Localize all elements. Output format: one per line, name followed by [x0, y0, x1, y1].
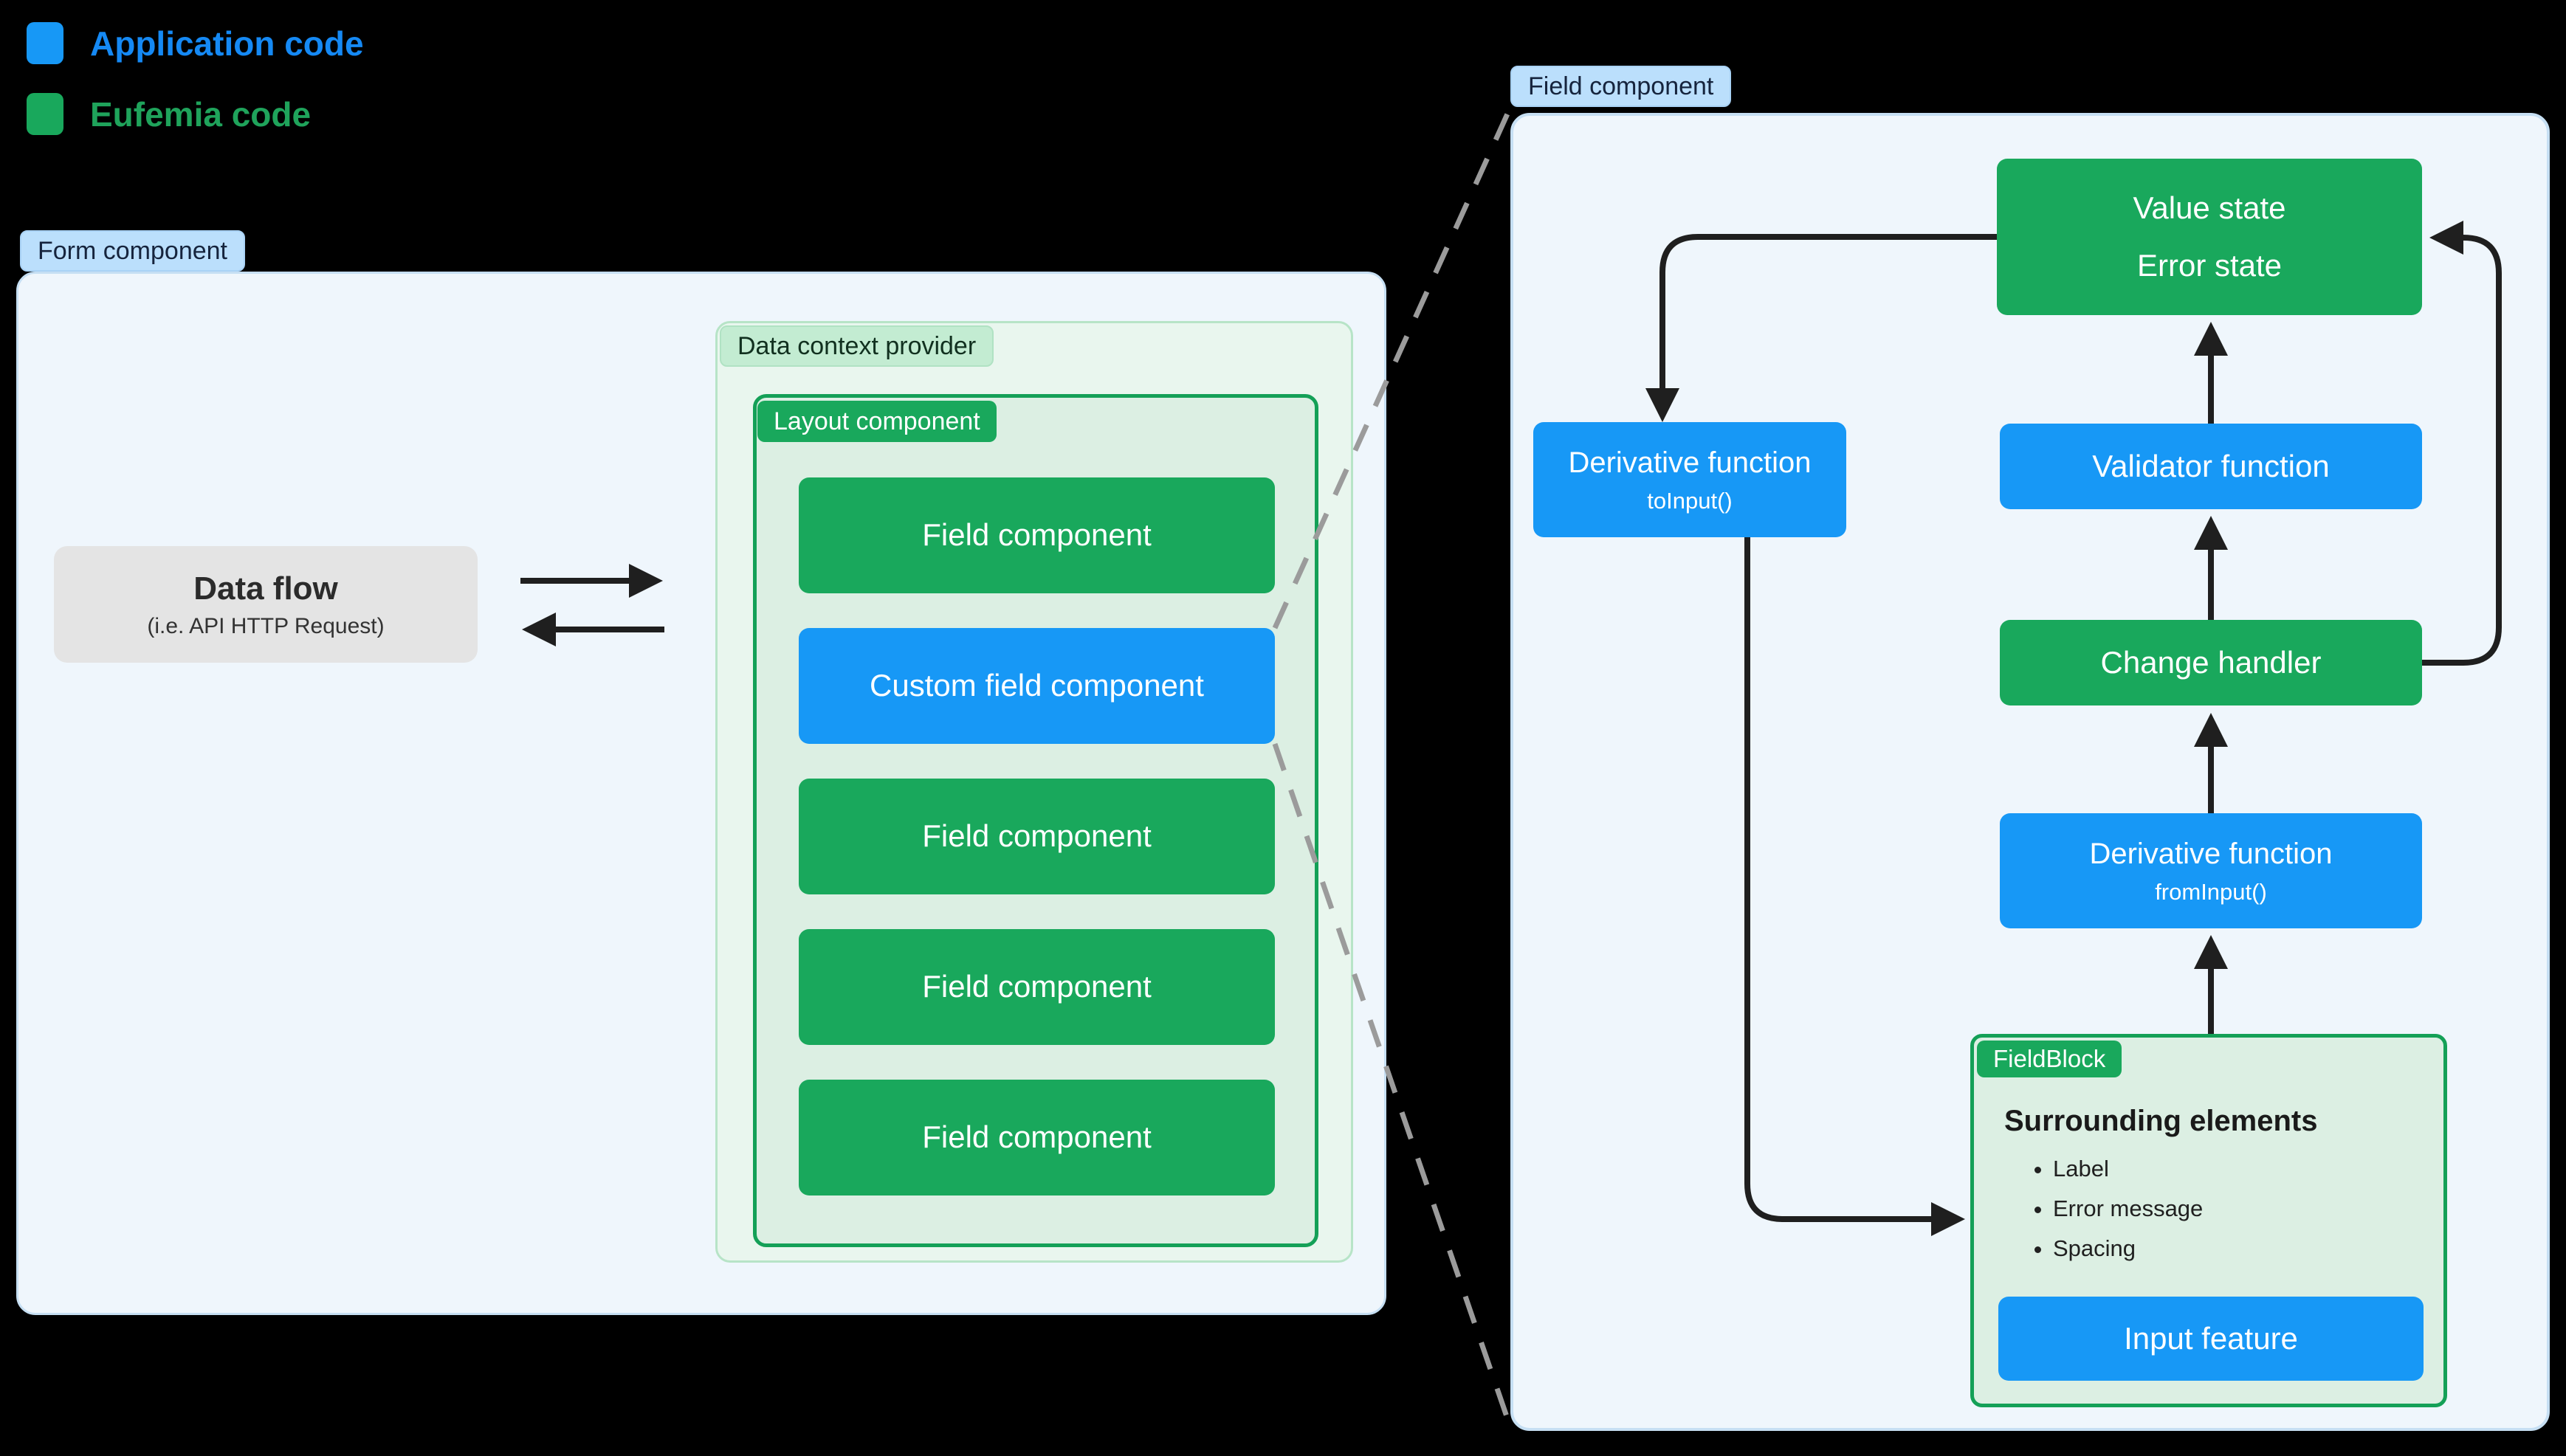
derivative-function-frominput-box: Derivative function fromInput() [2000, 813, 2422, 928]
legend-item-eufemia-code: Eufemia code [27, 93, 311, 135]
field-component-box: Field component [799, 1080, 1275, 1195]
eufemia-code-swatch [27, 93, 63, 135]
data-flow-subtitle: (i.e. API HTTP Request) [147, 613, 385, 638]
data-context-provider-badge: Data context provider [720, 325, 994, 367]
legend-label: Eufemia code [90, 94, 312, 134]
data-flow-box: Data flow (i.e. API HTTP Request) [54, 546, 478, 663]
input-feature-label: Input feature [2124, 1320, 2298, 1356]
field-component-detail-badge: Field component [1510, 66, 1732, 107]
application-code-swatch [27, 22, 63, 64]
field-component-label: Field component [922, 517, 1152, 553]
field-component-box: Field component [799, 477, 1275, 593]
change-handler-box: Change handler [2000, 620, 2422, 705]
value-state-box: Value state Error state [1997, 159, 2422, 315]
list-item: Spacing [2053, 1235, 2203, 1262]
custom-field-component-label: Custom field component [870, 668, 1204, 703]
input-feature-box: Input feature [1998, 1297, 2424, 1381]
derivative-function-label: Derivative function [1568, 446, 1812, 479]
error-state-label: Error state [2136, 248, 2283, 283]
list-item: Label [2053, 1156, 2203, 1182]
frominput-label: fromInput() [2155, 878, 2267, 905]
field-component-box: Field component [799, 779, 1275, 894]
custom-field-component-box: Custom field component [799, 628, 1275, 744]
surrounding-elements-heading: Surrounding elements [2004, 1105, 2318, 1137]
field-component-label: Field component [922, 1119, 1152, 1155]
legend-item-application-code: Application code [27, 22, 364, 64]
validator-function-label: Validator function [2092, 448, 2330, 483]
surrounding-elements-list: Label Error message Spacing [2026, 1156, 2203, 1275]
validator-function-box: Validator function [2000, 424, 2422, 509]
data-flow-title: Data flow [193, 570, 338, 607]
derivative-function-label: Derivative function [2089, 837, 2333, 870]
value-state-label: Value state [2133, 190, 2286, 225]
field-component-label: Field component [922, 969, 1152, 1004]
derivative-function-toinput-box: Derivative function toInput() [1533, 422, 1846, 537]
change-handler-label: Change handler [2100, 644, 2322, 680]
layout-component-badge: Layout component [757, 401, 997, 442]
list-item: Error message [2053, 1195, 2203, 1222]
fieldblock-badge: FieldBlock [1977, 1041, 2122, 1077]
field-component-label: Field component [922, 818, 1152, 854]
form-component-badge: Form component [20, 230, 245, 272]
toinput-label: toInput() [1647, 487, 1733, 514]
legend-label: Application code [90, 24, 364, 63]
field-component-box: Field component [799, 929, 1275, 1045]
